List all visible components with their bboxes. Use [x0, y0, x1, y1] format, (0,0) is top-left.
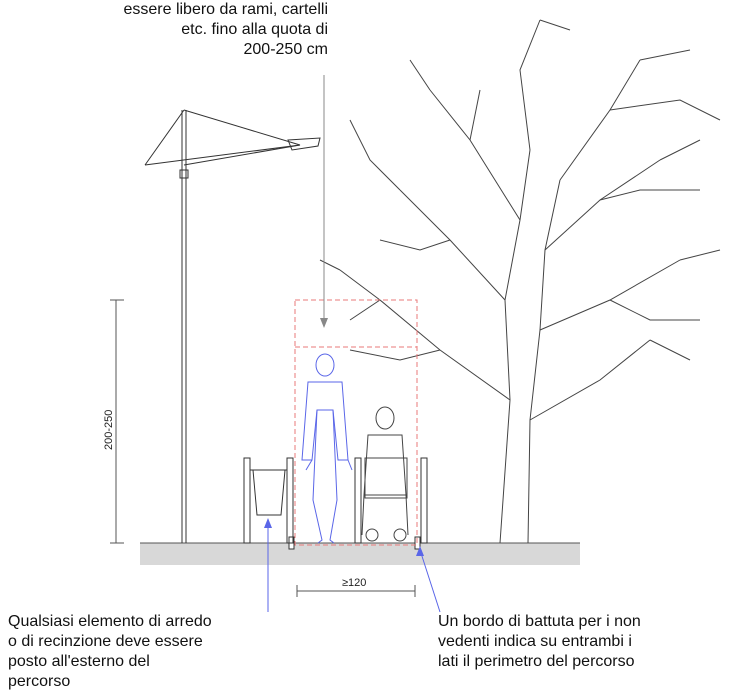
- street-lamp: [144, 109, 321, 543]
- width-dimension: [296, 585, 416, 597]
- wheelchair-frame: [354, 457, 428, 544]
- left-annotation: Qualsiasi elemento di arredo o di recinz…: [8, 613, 212, 690]
- right-note-leader: [419, 549, 441, 613]
- seated-person-figure: [361, 406, 409, 542]
- left-note-arrowhead: [264, 518, 272, 528]
- height-dimension-label: 200-250: [103, 410, 115, 450]
- clearance-zone: [294, 299, 418, 546]
- ground-strip: [140, 543, 580, 565]
- trash-bin: [243, 457, 294, 544]
- width-dimension-label: ≥120: [342, 577, 366, 589]
- standing-person-figure: [301, 353, 353, 544]
- height-dimension: [110, 299, 124, 544]
- top-note-arrowhead: [320, 318, 328, 328]
- right-note-arrowhead: [416, 546, 424, 556]
- right-annotation: Un bordo di battuta per i non vedenti in…: [438, 613, 641, 670]
- tree: [319, 19, 721, 544]
- top-annotation: essere libero da rami, cartelli etc. fin…: [123, 1, 328, 58]
